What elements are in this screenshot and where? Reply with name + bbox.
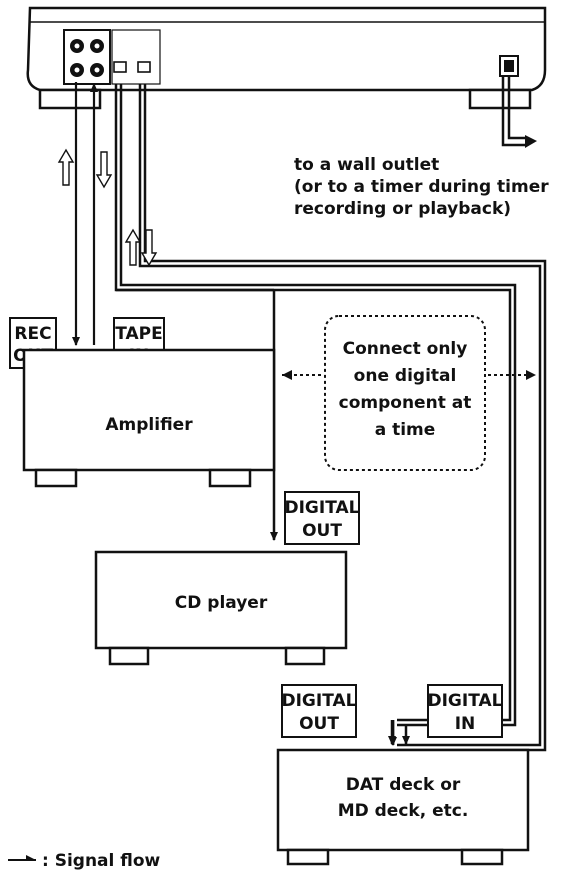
note-line-4: a time	[375, 420, 436, 440]
svg-text:DIGITAL: DIGITAL	[428, 691, 503, 711]
power-inlet	[499, 55, 537, 148]
svg-text:REC: REC	[14, 324, 51, 344]
signal-flow-up-arrow-icon-2	[124, 228, 142, 266]
dat-deck-label-line-2: MD deck, etc.	[338, 801, 469, 821]
main-unit-foot-left	[38, 88, 102, 110]
amplifier-label: Amplifier	[105, 415, 193, 435]
cd-digital-out-label: DIGITAL OUT	[284, 491, 360, 545]
cd-player-label: CD player	[175, 593, 268, 613]
dat-digital-in-label: DIGITAL IN	[427, 684, 503, 738]
dat-deck-label-line-1: DAT deck or	[346, 775, 461, 795]
analog-cables	[57, 82, 113, 346]
svg-text:TAPE: TAPE	[115, 324, 163, 344]
dat-deck: DAT deck or MD deck, etc.	[276, 748, 530, 866]
amplifier: Amplifier	[22, 348, 276, 488]
svg-text:DIGITAL: DIGITAL	[282, 691, 357, 711]
analog-jacks	[63, 29, 111, 85]
dat-digital-out-label: DIGITAL OUT	[281, 684, 357, 738]
power-note-line-1: to a wall outlet	[294, 155, 439, 175]
legend: : Signal flow	[8, 851, 161, 871]
power-plug-arrow-icon	[525, 135, 537, 148]
signal-flow-legend-icon	[26, 855, 36, 860]
main-unit-rear-panel	[26, 6, 547, 148]
main-unit-foot-right	[468, 88, 532, 110]
svg-text:OUT: OUT	[299, 714, 339, 734]
note-line-1: Connect only	[343, 339, 468, 359]
signal-flow-up-arrow-icon	[57, 148, 75, 186]
note-line-2: one digital	[354, 366, 457, 386]
power-note-line-3: recording or playback)	[294, 199, 511, 219]
legend-label: : Signal flow	[42, 851, 161, 871]
power-note-line-2: (or to a timer during timer	[294, 177, 549, 197]
cd-player: CD player	[94, 550, 348, 666]
signal-flow-down-arrow-icon-2	[140, 229, 158, 267]
note-line-3: component at	[339, 393, 472, 413]
svg-text:DIGITAL: DIGITAL	[285, 498, 360, 518]
signal-flow-down-arrow-icon	[95, 151, 113, 189]
connection-note: Connect only one digital component at a …	[282, 315, 536, 471]
svg-text:IN: IN	[455, 714, 476, 734]
digital-jacks	[111, 29, 161, 85]
svg-text:OUT: OUT	[302, 521, 342, 541]
